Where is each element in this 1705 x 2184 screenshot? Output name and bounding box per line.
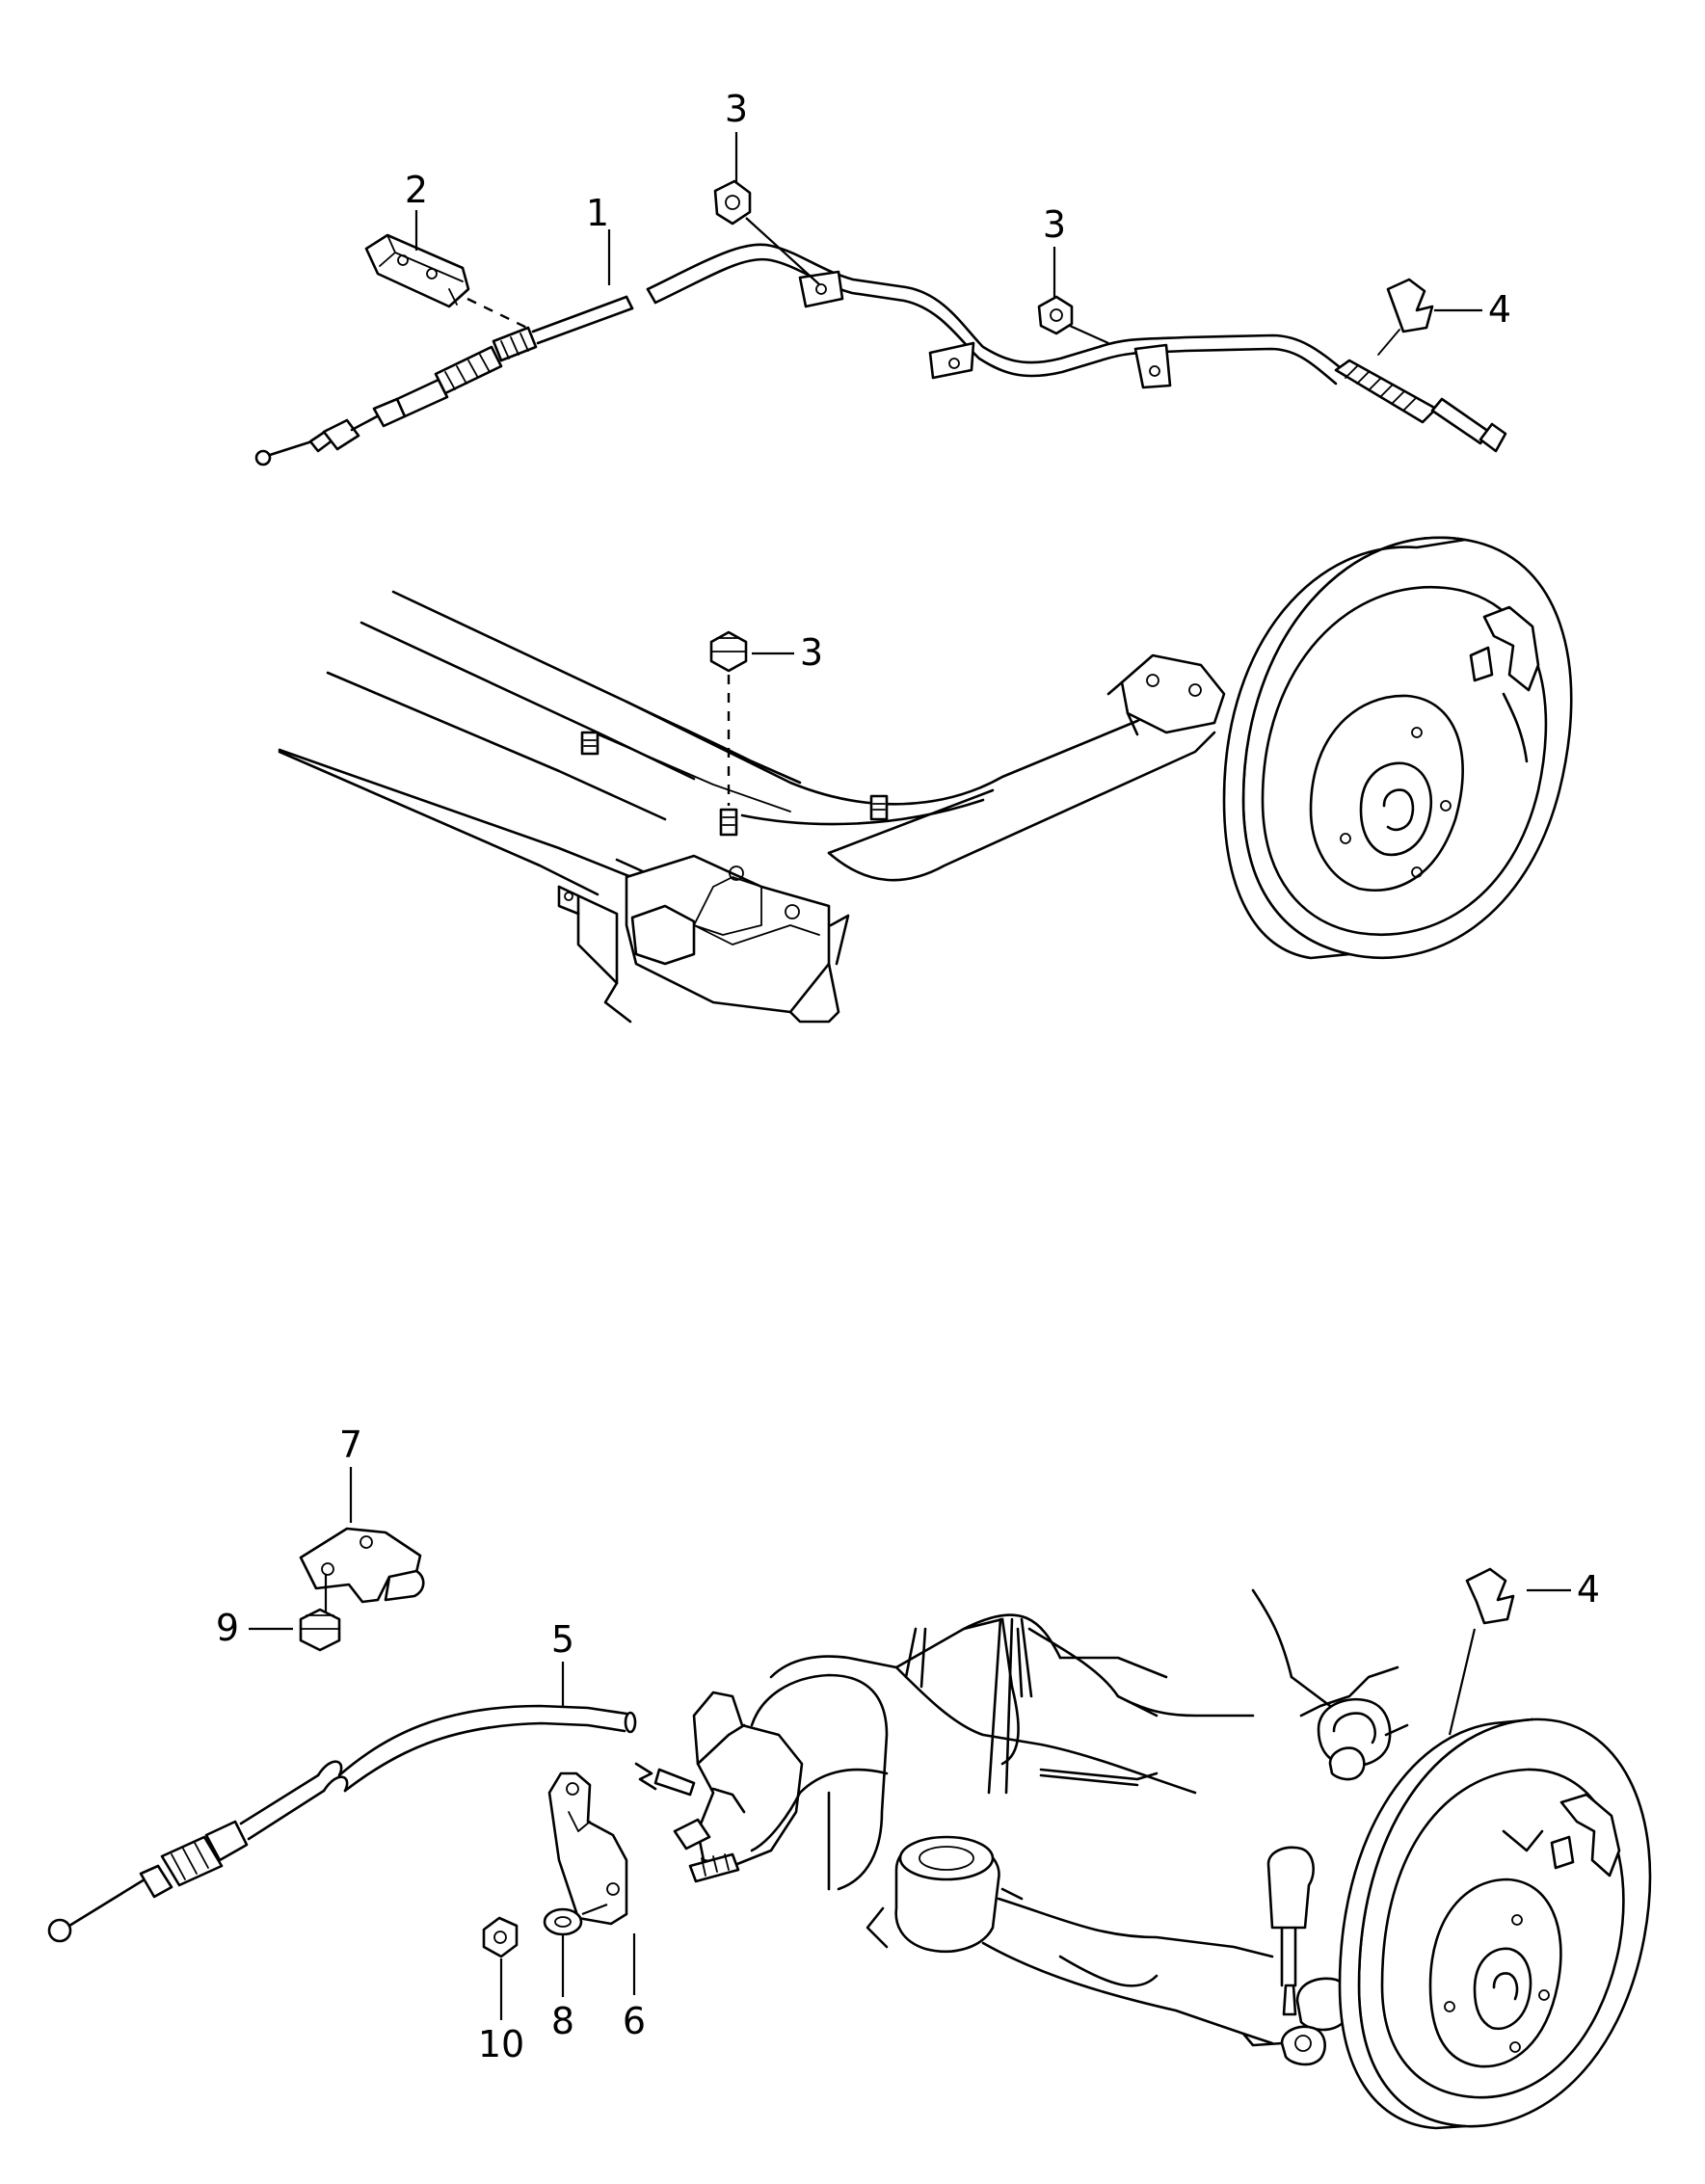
cable-clip-2 xyxy=(364,233,470,308)
nut-3c xyxy=(709,630,748,673)
callout-2: 2 xyxy=(405,169,428,211)
callout-labels: 1 2 3 3 3 4 4 5 6 7 8 9 10 xyxy=(216,88,1600,2065)
callout-3-axle: 3 xyxy=(800,631,823,674)
rear-axle-beam xyxy=(278,590,1226,1024)
callout-6: 6 xyxy=(623,2000,646,2042)
handbrake-cable-5 xyxy=(47,1704,696,1943)
callout-5: 5 xyxy=(551,1618,574,1661)
rear-suspension-assembly xyxy=(673,1588,1409,2066)
brake-drum-bottom xyxy=(1338,1718,1652,2130)
callout-3-top-left: 3 xyxy=(725,88,748,130)
callout-4-top: 4 xyxy=(1488,288,1511,331)
callout-10: 10 xyxy=(478,2023,524,2065)
callout-8: 8 xyxy=(551,2000,574,2042)
washer-leader xyxy=(581,1903,608,1916)
callout-1: 1 xyxy=(586,192,609,234)
nut-3b xyxy=(1037,295,1109,345)
cable-bracket-7 xyxy=(299,1527,425,1611)
cable-bracket-6 xyxy=(547,1771,628,1926)
nut-3a xyxy=(713,179,820,285)
leader-lines xyxy=(249,132,1571,2020)
callout-4-bottom: 4 xyxy=(1577,1568,1600,1611)
callout-3-top-right: 3 xyxy=(1043,203,1066,246)
handbrake-cable-1 xyxy=(254,243,1507,466)
washer-8 xyxy=(543,1907,583,1936)
nut-9 xyxy=(299,1608,341,1652)
spring-clip-4b xyxy=(1448,1567,1515,1736)
assembly-line-2 xyxy=(466,297,536,333)
callout-9: 9 xyxy=(216,1607,239,1649)
nut-10 xyxy=(482,1916,519,1958)
brake-drum-top xyxy=(1222,536,1573,960)
spring-clip-4a xyxy=(1377,278,1434,356)
callout-7: 7 xyxy=(339,1424,362,1466)
